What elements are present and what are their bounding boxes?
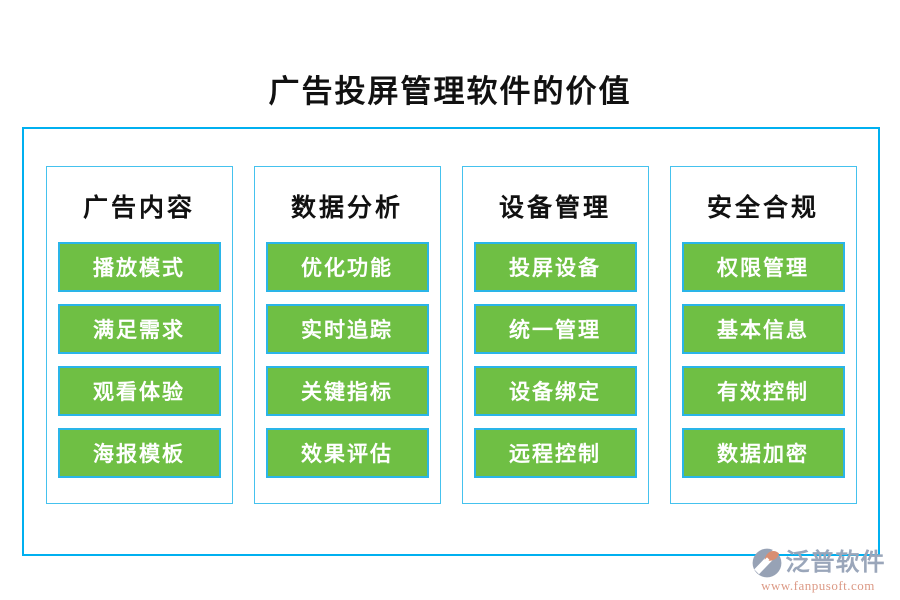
column-data-analysis: 数据分析 优化功能 实时追踪 关键指标 效果评估: [253, 166, 441, 504]
chip-poster-template: 海报模板: [57, 427, 221, 478]
brand-name: 泛普软件: [785, 549, 886, 576]
column-header: 广告内容: [82, 195, 195, 222]
chip-device-binding: 设备绑定: [473, 365, 637, 416]
chip-permission-management: 权限管理: [681, 241, 845, 292]
chip-meet-demand: 满足需求: [57, 303, 221, 354]
fanpu-logo-icon: [751, 547, 783, 579]
column-header: 设备管理: [498, 195, 611, 222]
chip-effect-evaluation: 效果评估: [265, 427, 429, 478]
chip-optimization-function: 优化功能: [265, 241, 429, 292]
chip-list: 优化功能 实时追踪 关键指标 效果评估: [265, 241, 429, 478]
chip-list: 播放模式 满足需求 观看体验 海报模板: [57, 241, 221, 478]
chip-casting-device: 投屏设备: [473, 241, 637, 292]
chip-realtime-tracking: 实时追踪: [265, 303, 429, 354]
content-frame: 广告内容 播放模式 满足需求 观看体验 海报模板 数据分析 优化功能 实时追踪 …: [22, 127, 880, 556]
chip-key-metrics: 关键指标: [265, 365, 429, 416]
chip-remote-control: 远程控制: [473, 427, 637, 478]
chip-playback-mode: 播放模式: [57, 241, 221, 292]
page-title: 广告投屏管理软件的价值: [268, 74, 632, 109]
chip-data-encryption: 数据加密: [681, 427, 845, 478]
column-header: 安全合规: [706, 195, 819, 222]
column-ad-content: 广告内容 播放模式 满足需求 观看体验 海报模板: [45, 166, 233, 504]
brand-url-link[interactable]: www.fanpusoft.com: [761, 578, 875, 593]
chip-list: 权限管理 基本信息 有效控制 数据加密: [681, 241, 845, 478]
chip-effective-control: 有效控制: [681, 365, 845, 416]
chip-list: 投屏设备 统一管理 设备绑定 远程控制: [473, 241, 637, 478]
brand-logo-top: 泛普软件: [751, 547, 886, 579]
brand-logo[interactable]: 泛普软件 www.fanpusoft.com: [744, 547, 892, 593]
column-header: 数据分析: [290, 195, 403, 222]
chip-viewing-experience: 观看体验: [57, 365, 221, 416]
chip-unified-management: 统一管理: [473, 303, 637, 354]
column-security-compliance: 安全合规 权限管理 基本信息 有效控制 数据加密: [669, 166, 857, 504]
column-device-management: 设备管理 投屏设备 统一管理 设备绑定 远程控制: [461, 166, 649, 504]
chip-basic-info: 基本信息: [681, 303, 845, 354]
